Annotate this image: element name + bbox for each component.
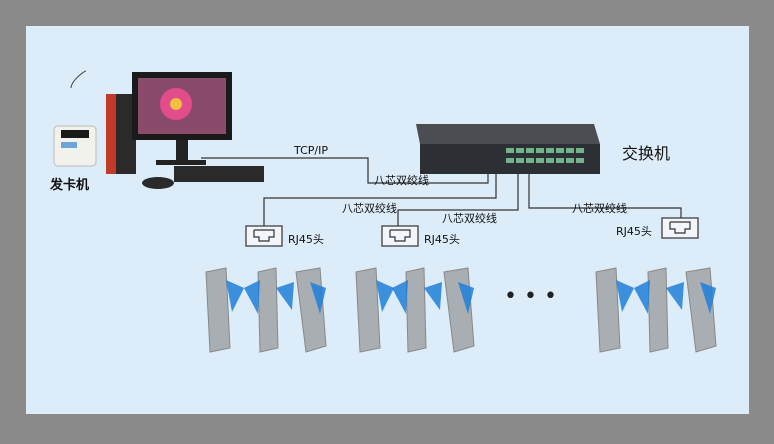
rj45-right (661, 217, 699, 239)
switch-label: 交换机 (622, 144, 671, 163)
turnstile-gate-icon (205, 267, 327, 353)
diagram-panel: 发卡机 交换机 TCP/IP 八芯双绞线 八芯双绞线 八芯双绞线 八芯双绞线 R… (26, 26, 749, 414)
card-reader-icon (53, 70, 97, 167)
network-diagram (53, 70, 717, 353)
cable-mid (397, 166, 519, 226)
protocol-label: TCP/IP (294, 144, 328, 157)
rj45-mid-label: RJ45头 (424, 233, 460, 246)
rj45-mid (381, 225, 419, 247)
cable-left-label: 八芯双绞线 (342, 202, 397, 215)
card-issuer-label: 发卡机 (50, 178, 90, 193)
turnstile-group-right (595, 267, 717, 353)
rj45-left-label: RJ45头 (288, 233, 324, 246)
tcpip-link (201, 157, 489, 184)
ellipsis: • • • (504, 284, 557, 309)
cable-right-label: 八芯双绞线 (572, 202, 627, 215)
turnstile-gate-icon (595, 267, 717, 353)
rj45-right-label: RJ45头 (616, 225, 652, 238)
desktop-computer-icon (106, 72, 264, 189)
connection-lines (201, 157, 682, 226)
rj45-connector-icon (245, 217, 699, 247)
turnstile-group-left (205, 267, 327, 353)
cable-left (263, 166, 497, 226)
cable-main-label: 八芯双绞线 (374, 174, 429, 187)
turnstile-group-mid (355, 267, 475, 353)
turnstile-gate-icon (355, 267, 475, 353)
cable-right (528, 166, 682, 218)
network-switch-icon (416, 124, 600, 174)
rj45-left (245, 225, 283, 247)
cable-mid-label: 八芯双绞线 (442, 212, 497, 225)
